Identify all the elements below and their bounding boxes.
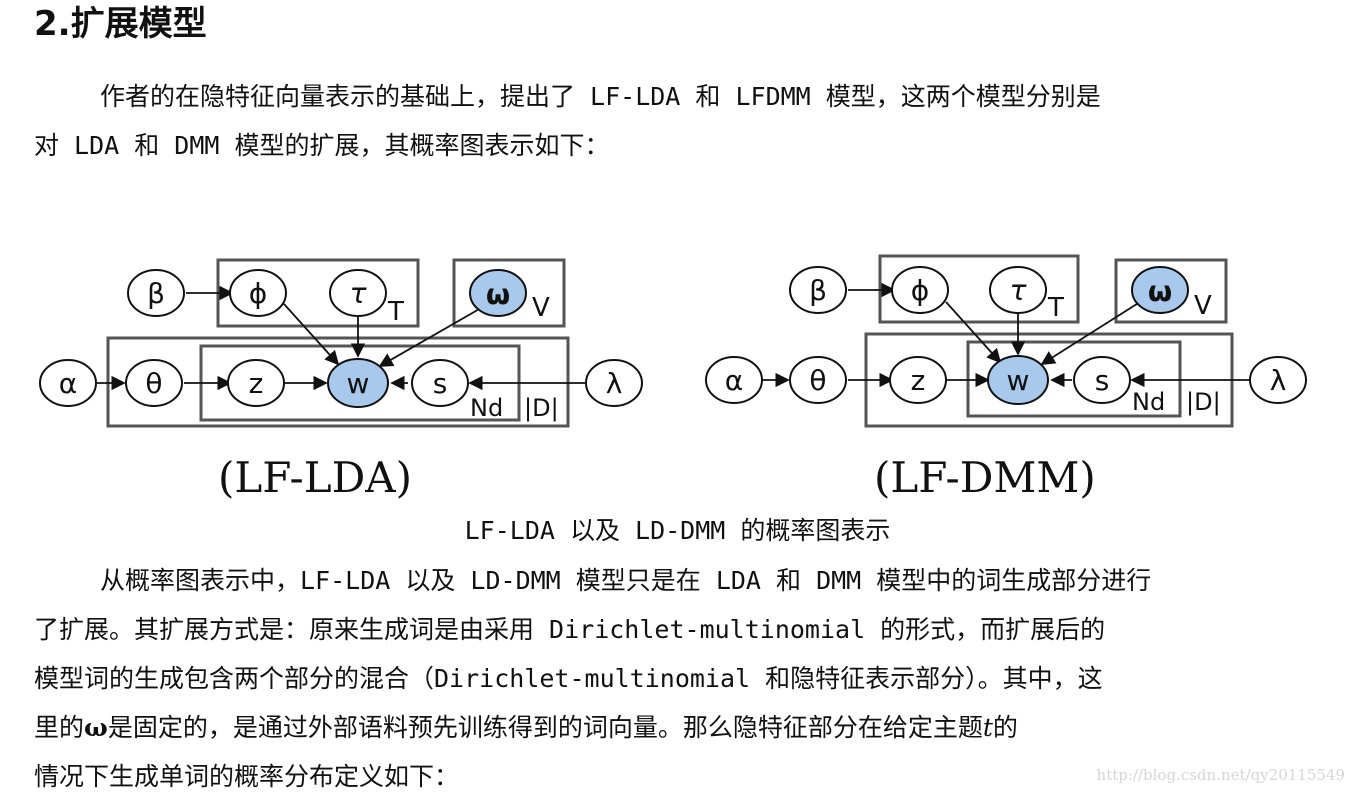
theta-node xyxy=(125,359,183,407)
doc-plate-label: |D| xyxy=(1186,388,1221,416)
lambda-label: λ xyxy=(606,367,623,400)
explanation-paragraph: 从概率图表示中，LF-LDA 以及 LD-DMM 模型只是在 LDA 和 DMM… xyxy=(34,556,1324,801)
lambda-node xyxy=(585,359,643,407)
word-plate-label: Nd xyxy=(1132,388,1165,416)
z-label: z xyxy=(249,367,264,400)
omega-symbol: ω xyxy=(84,713,108,742)
intro-line-2: 对 LDA 和 DMM 模型的扩展，其概率图表示如下： xyxy=(34,131,610,160)
lf-dmm-graph: β ϕ τ ω α θ z w s λ T V Nd |D| xyxy=(705,254,1307,428)
word-plate xyxy=(966,340,1182,418)
section-heading: 2.扩展模型 xyxy=(34,4,207,44)
omega-label: ω xyxy=(1148,275,1172,308)
intro-line-1: 作者的在隐特征向量表示的基础上，提出了 LF-LDA 和 LFDMM 模型，这两… xyxy=(100,82,1101,111)
alpha-label: α xyxy=(59,367,77,400)
vocab-plate-label: V xyxy=(1194,291,1212,321)
theta-node xyxy=(789,356,847,404)
lambda-node xyxy=(1249,356,1307,404)
z-node xyxy=(227,359,285,407)
explanation-line-3: 模型词的生成包含两个部分的混合（Dirichlet-multinomial 和隐… xyxy=(34,664,1103,693)
alpha-node xyxy=(705,356,763,404)
phi-node xyxy=(229,269,287,317)
alpha-label: α xyxy=(725,364,743,397)
alpha-node xyxy=(39,359,97,407)
figure-caption: LF-LDA 以及 LD-DMM 的概率图表示 xyxy=(464,516,891,545)
explanation-line-4: 里的ω是固定的，是通过外部语料预先训练得到的词向量。那么隐特征部分在给定主题t的 xyxy=(34,713,1018,742)
s-label: s xyxy=(433,367,448,400)
lf-lda-graph: β ϕ τ ω α θ z w s λ T V Nd |D| xyxy=(39,258,643,428)
theta-label: θ xyxy=(145,367,162,400)
doc-plate-label: |D| xyxy=(524,394,559,422)
intro-paragraph: 作者的在隐特征向量表示的基础上，提出了 LF-LDA 和 LFDMM 模型，这两… xyxy=(34,72,1324,170)
lf-lda-diagram: β ϕ τ ω α θ z w s λ T V Nd |D| xyxy=(36,248,646,438)
z-node xyxy=(889,356,947,404)
theta-label: θ xyxy=(809,364,826,397)
beta-label: β xyxy=(809,274,827,307)
tau-node xyxy=(989,266,1047,314)
s-label: s xyxy=(1095,364,1110,397)
w-label: w xyxy=(1007,364,1030,397)
lf-dmm-diagram: β ϕ τ ω α θ z w s λ T V Nd |D| xyxy=(696,248,1311,438)
beta-label: β xyxy=(147,277,165,310)
vocab-plate xyxy=(1114,258,1228,324)
vocab-plate-label: V xyxy=(532,293,550,323)
topic-plate xyxy=(878,254,1080,324)
w-node xyxy=(987,355,1049,405)
topic-plate-label: T xyxy=(387,297,404,327)
doc-plate xyxy=(106,336,570,428)
w-label: w xyxy=(347,367,370,400)
beta-node xyxy=(127,269,185,317)
tau-node xyxy=(329,269,387,317)
s-node xyxy=(1073,356,1131,404)
lf-lda-label: (LF-LDA) xyxy=(218,453,413,502)
z-label: z xyxy=(911,364,926,397)
explanation-line-2: 了扩展。其扩展方式是：原来生成词是由采用 Dirichlet-multinomi… xyxy=(34,615,1106,644)
phi-label: ϕ xyxy=(911,274,929,307)
topic-plate-label: T xyxy=(1047,293,1064,323)
word-plate-label: Nd xyxy=(470,394,503,422)
phi-node xyxy=(891,266,949,314)
s-node xyxy=(411,359,469,407)
omega-node xyxy=(469,269,527,317)
lf-dmm-label: (LF-DMM) xyxy=(874,453,1096,502)
beta-node xyxy=(789,266,847,314)
lambda-label: λ xyxy=(1270,364,1287,397)
tau-label: τ xyxy=(350,277,367,310)
watermark: http://blog.csdn.net/qy20115549 xyxy=(1096,766,1345,784)
w-node xyxy=(327,358,389,408)
omega-label: ω xyxy=(486,278,510,311)
explanation-line-5: 情况下生成单词的概率分布定义如下： xyxy=(34,762,460,791)
omega-node xyxy=(1131,266,1189,314)
phi-label: ϕ xyxy=(249,277,267,310)
explanation-line-1: 从概率图表示中，LF-LDA 以及 LD-DMM 模型只是在 LDA 和 DMM… xyxy=(100,566,1152,595)
topic-variable: t xyxy=(982,713,993,742)
tau-label: τ xyxy=(1010,274,1027,307)
vocab-plate xyxy=(452,258,566,328)
